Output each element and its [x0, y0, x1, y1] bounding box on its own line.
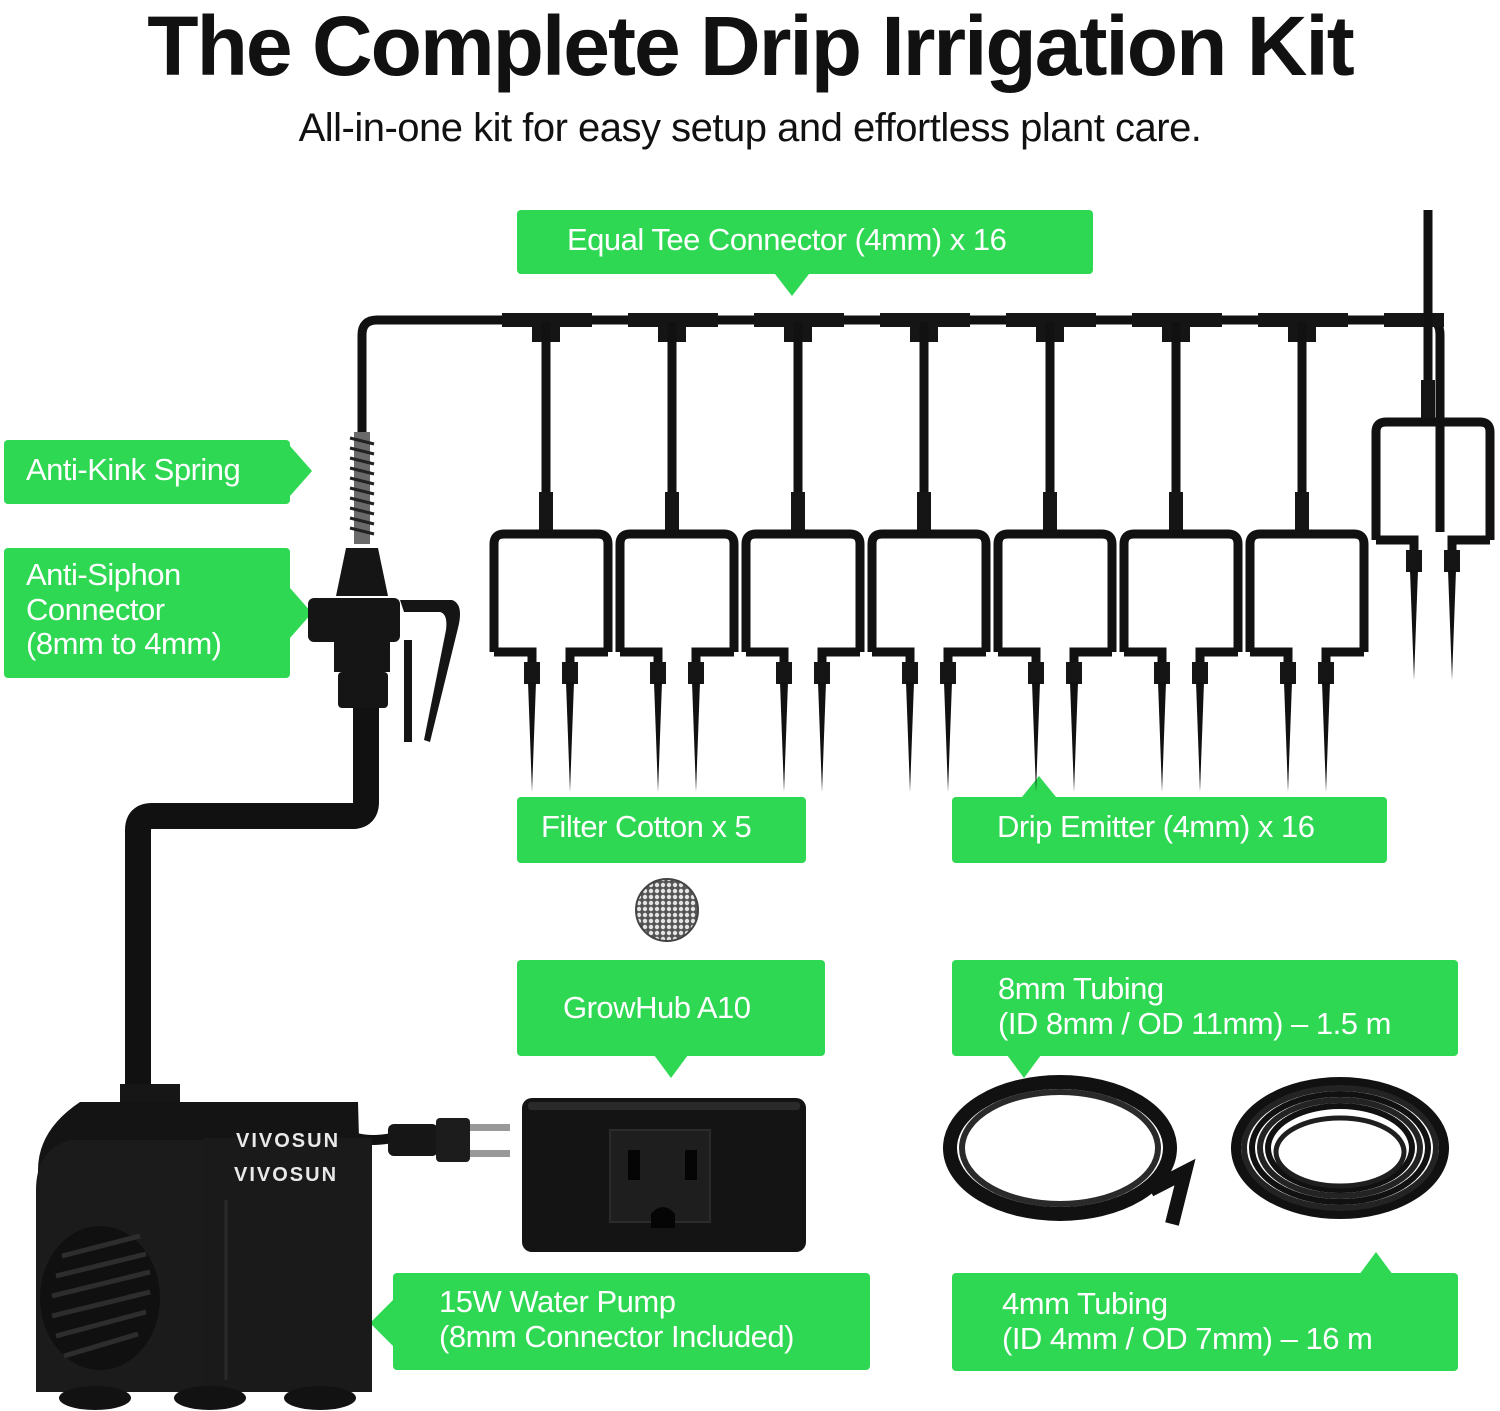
growhub-outlet — [522, 1098, 806, 1252]
tee-connector-text: Equal Tee Connector (4mm) x 16 — [567, 222, 1007, 257]
anti-kink-spring-text: Anti-Kink Spring — [26, 452, 241, 487]
8mm-tubing-text-2: (ID 8mm / OD 11mm) – 1.5 m — [998, 1005, 1391, 1041]
filter-cotton — [635, 878, 699, 942]
4mm-tubing-text-1: 4mm Tubing — [1002, 1286, 1168, 1321]
8mm-tubing-label: 8mm Tubing (ID 8mm / OD 11mm) – 1.5 m — [952, 960, 1458, 1056]
water-pump — [36, 1084, 372, 1410]
drip-emitters — [494, 210, 1490, 792]
manifold-tube — [357, 315, 1445, 532]
page-title: The Complete Drip Irrigation Kit — [147, 0, 1354, 93]
anti-kink-spring-label: Anti-Kink Spring — [4, 440, 290, 504]
pump-pointer — [370, 1300, 393, 1346]
tube8-pointer — [1007, 1055, 1041, 1078]
anti-siphon-text-1: Anti-Siphon — [26, 557, 181, 592]
siphon-pointer — [290, 588, 312, 638]
water-pump-text-1: 15W Water Pump — [439, 1284, 676, 1319]
anti-siphon-label: Anti-Siphon Connector (8mm to 4mm) — [4, 548, 290, 678]
4mm-tubing-coil — [1231, 1077, 1449, 1219]
tube4-pointer — [1359, 1252, 1393, 1275]
filter-cotton-label: Filter Cotton x 5 — [517, 797, 806, 863]
8mm-tubing-text-1: 8mm Tubing — [998, 971, 1164, 1006]
anti-siphon-text-2: Connector — [26, 591, 165, 627]
anti-siphon-connector — [308, 548, 460, 742]
4mm-tubing-label: 4mm Tubing (ID 4mm / OD 7mm) – 16 m — [952, 1273, 1458, 1371]
main-tube — [125, 690, 379, 1090]
anti-kink-spring — [349, 432, 375, 544]
growhub-pointer — [654, 1055, 688, 1078]
8mm-tubing-coil — [943, 1075, 1196, 1226]
pump-brand-logo: VIVOSUN — [234, 1164, 339, 1186]
spring-pointer — [290, 446, 312, 496]
tee-pointer — [775, 274, 809, 296]
emitter-pointer — [1022, 776, 1056, 797]
pump-brand-back: VIVOSUN — [236, 1130, 341, 1152]
growhub-label: GrowHub A10 — [517, 960, 825, 1056]
4mm-tubing-text-2: (ID 4mm / OD 7mm) – 16 m — [1002, 1320, 1373, 1356]
drip-emitter-text: Drip Emitter (4mm) x 16 — [997, 809, 1315, 844]
filter-cotton-text: Filter Cotton x 5 — [541, 809, 752, 844]
growhub-text: GrowHub A10 — [563, 990, 751, 1025]
pump-power-plug — [354, 1118, 510, 1162]
drip-emitter-label: Drip Emitter (4mm) x 16 — [952, 797, 1387, 863]
page-subtitle: All-in-one kit for easy setup and effort… — [298, 106, 1202, 150]
water-pump-text-2: (8mm Connector Included) — [439, 1318, 795, 1354]
water-pump-label: 15W Water Pump (8mm Connector Included) — [393, 1273, 870, 1370]
anti-siphon-text-3: (8mm to 4mm) — [26, 626, 222, 662]
tee-connector-label: Equal Tee Connector (4mm) x 16 — [517, 210, 1093, 274]
